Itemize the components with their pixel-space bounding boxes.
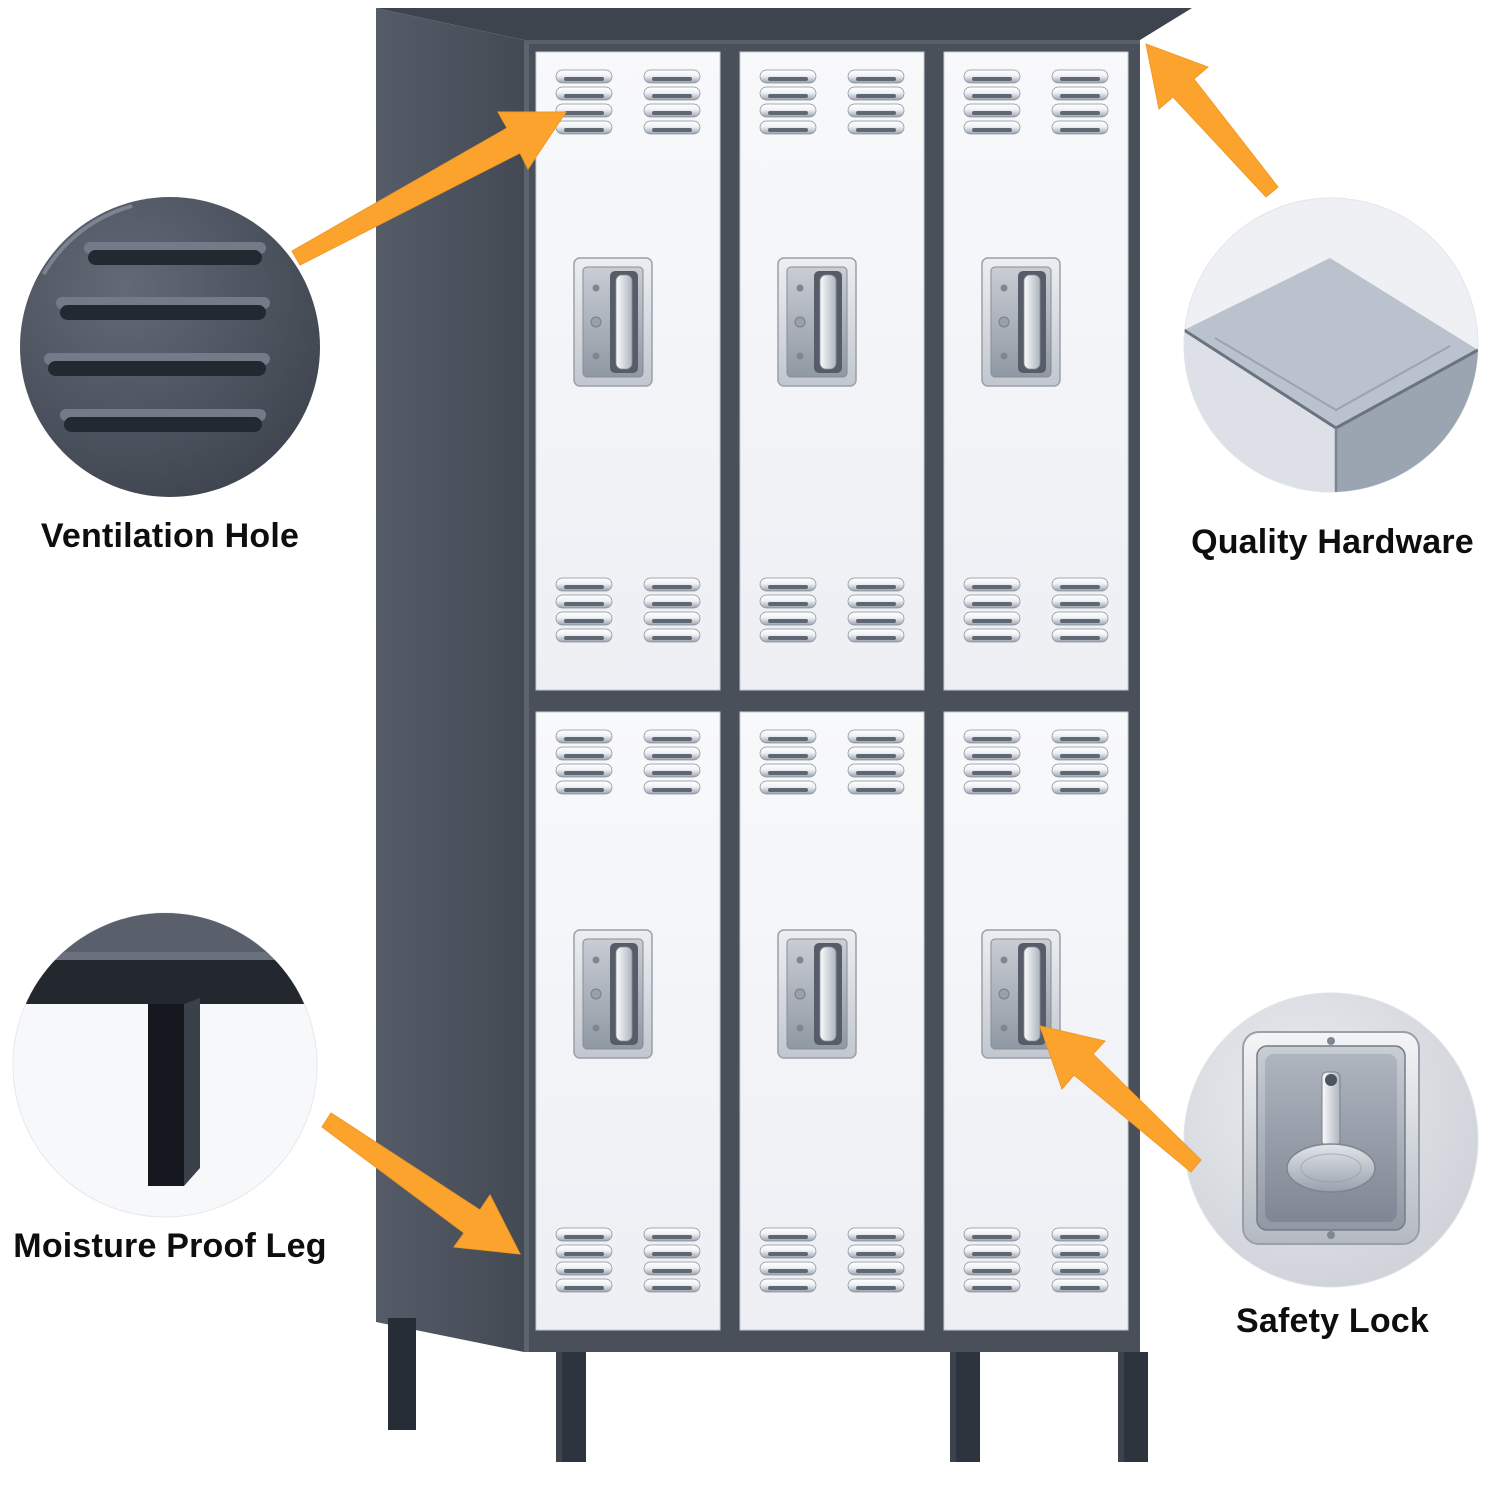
door-handle-icon xyxy=(573,257,653,387)
frame-edge-highlight xyxy=(524,40,529,1352)
door-handle-icon xyxy=(777,929,857,1059)
arrow-moisture-leg-icon xyxy=(321,1112,521,1255)
door-handle-icon xyxy=(573,929,653,1059)
arrow-quality-hardware-icon xyxy=(1145,43,1279,198)
moisture-proof-leg-detail-photo xyxy=(12,912,318,1218)
locker-door-top-left xyxy=(535,51,721,691)
locker-cabinet xyxy=(376,8,1192,1462)
moisture-proof-leg-label: Moisture Proof Leg xyxy=(13,1227,327,1265)
locker-door-top-center xyxy=(739,51,925,691)
quality-hardware-label: Quality Hardware xyxy=(1191,523,1474,561)
door-handle-icon xyxy=(777,257,857,387)
cabinet-top-face xyxy=(376,8,1192,40)
callout-arrows xyxy=(291,43,1279,1255)
quality-hardware-detail-photo xyxy=(1183,197,1479,493)
locker-door-bottom-right xyxy=(943,711,1129,1331)
ventilation-hole-detail-photo xyxy=(20,197,320,497)
locker-door-bottom-left xyxy=(535,711,721,1331)
door-handle-icon xyxy=(981,257,1061,387)
locker-door-bottom-center xyxy=(739,711,925,1331)
cabinet-side-panel xyxy=(376,8,524,1352)
safety-lock-detail-photo xyxy=(1183,992,1479,1288)
arrow-safety-lock-icon xyxy=(1039,1025,1202,1173)
ventilation-hole-label: Ventilation Hole xyxy=(40,517,300,555)
cabinet-legs xyxy=(388,1318,1148,1462)
arrow-ventilation-icon xyxy=(291,111,567,266)
locker-door-top-right xyxy=(943,51,1129,691)
frame-top-highlight xyxy=(524,40,1140,44)
safety-lock-label: Safety Lock xyxy=(1235,1302,1430,1340)
